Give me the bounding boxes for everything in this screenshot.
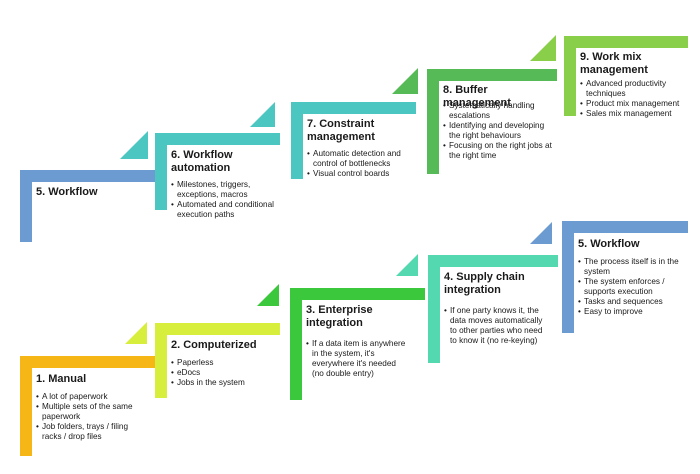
step-title: 7. Constraint management: [307, 118, 375, 143]
list-item: Advanced productivity techniques: [580, 79, 688, 99]
list-item: eDocs: [171, 368, 275, 378]
list-item: Focusing on the right jobs at the right …: [443, 141, 553, 161]
list-item: Visual control boards: [307, 169, 411, 179]
list-item: If one party knows it, the data moves au…: [444, 306, 544, 346]
list-item: Systematically handling escalations: [443, 101, 553, 121]
list-item: The process itself is in the system: [578, 257, 686, 277]
step-bullets: Systematically handling escalations Iden…: [443, 101, 553, 161]
step-bullets: If a data item is anywhere in the system…: [306, 339, 406, 379]
step-frame: [428, 255, 558, 363]
step-bullets: Paperless eDocs Jobs in the system: [171, 358, 275, 388]
arrow-up-right-icon: [257, 284, 279, 306]
step-frame: [20, 356, 160, 456]
list-item: Jobs in the system: [171, 378, 275, 388]
step-frame: [562, 221, 688, 333]
step-bottom-4-supply-chain-integration: 4. Supply chain integration If one party…: [428, 255, 558, 363]
arrow-up-right-icon: [396, 254, 418, 276]
step-title: 5. Workflow: [36, 186, 98, 198]
step-bullets: The process itself is in the system The …: [578, 257, 686, 317]
list-item: A lot of paperwork: [36, 392, 141, 402]
list-item: Paperless: [171, 358, 275, 368]
list-item: Easy to improve: [578, 307, 686, 317]
list-item: Product mix management: [580, 99, 688, 109]
list-item: Tasks and sequences: [578, 297, 686, 307]
arrow-up-right-icon: [125, 322, 147, 344]
arrow-up-right-icon: [530, 35, 556, 61]
step-bottom-2-computerized: 2. Computerized Paperless eDocs Jobs in …: [155, 323, 280, 398]
step-title: 4. Supply chain integration: [444, 271, 525, 296]
list-item: Identifying and developing the right beh…: [443, 121, 553, 141]
list-item: Multiple sets of the same paperwork: [36, 402, 141, 422]
step-frame: [155, 133, 280, 210]
step-bottom-5-workflow: 5. Workflow The process itself is in the…: [562, 221, 688, 333]
step-title: 9. Work mix management: [580, 51, 648, 76]
step-bullets: A lot of paperwork Multiple sets of the …: [36, 392, 141, 442]
list-item: Milestones, triggers, exceptions, macros: [171, 180, 275, 200]
list-item: If a data item is anywhere in the system…: [306, 339, 406, 379]
step-title: 1. Manual: [36, 373, 87, 385]
arrow-up-right-icon: [530, 222, 552, 244]
step-frame: [20, 170, 165, 242]
step-title: 5. Workflow: [578, 238, 640, 250]
step-title: 3. Enterprise integration: [306, 304, 373, 329]
step-bottom-3-enterprise-integration: 3. Enterprise integration If a data item…: [290, 288, 425, 400]
step-top-8-buffer-management: 8. Buffer management Systematically hand…: [427, 69, 557, 174]
list-item: Sales mix management: [580, 109, 688, 119]
step-frame: [564, 36, 688, 116]
step-top-7-constraint-management: 7. Constraint management Automatic detec…: [291, 102, 416, 179]
step-frame: [155, 323, 280, 398]
step-top-5-workflow: 5. Workflow: [20, 170, 165, 242]
step-title: 6. Workflow automation: [171, 149, 233, 174]
step-bullets: If one party knows it, the data moves au…: [444, 306, 544, 346]
step-bullets: Advanced productivity techniques Product…: [580, 79, 688, 119]
list-item: The system enforces / supports execution: [578, 277, 686, 297]
step-frame: [427, 69, 557, 174]
list-item: Automated and conditional execution path…: [171, 200, 275, 220]
step-bullets: Milestones, triggers, exceptions, macros…: [171, 180, 275, 220]
arrow-up-right-icon: [392, 68, 418, 94]
step-top-9-work-mix-management: 9. Work mix management Advanced producti…: [564, 36, 688, 119]
step-title: 2. Computerized: [171, 339, 257, 351]
arrow-up-right-icon: [120, 131, 148, 159]
step-bullets: Automatic detection and control of bottl…: [307, 149, 411, 179]
list-item: Automatic detection and control of bottl…: [307, 149, 411, 169]
step-frame: [290, 288, 425, 400]
arrow-up-right-icon: [250, 102, 275, 127]
step-frame: [291, 102, 416, 179]
list-item: Job folders, trays / filing racks / drop…: [36, 422, 141, 442]
step-bottom-1-manual: 1. Manual A lot of paperwork Multiple se…: [20, 356, 160, 456]
step-top-6-workflow-automation: 6. Workflow automation Milestones, trigg…: [155, 133, 280, 219]
